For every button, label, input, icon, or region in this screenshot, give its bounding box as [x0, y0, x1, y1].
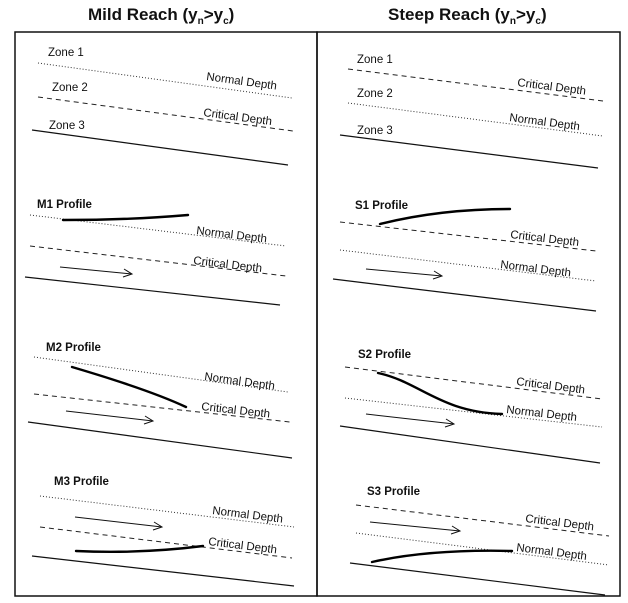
m1-profile-title: M1 Profile [37, 199, 92, 211]
m3-flow-arrow-head [152, 521, 164, 531]
m1-critical-depth-label: Critical Depth [193, 255, 263, 275]
m3-flow-arrow [74, 516, 163, 528]
m3-profile-title: M3 Profile [54, 476, 109, 488]
m1-flow-arrow [59, 266, 133, 275]
steep-reach-header: Steep Reach (yn>yc) [388, 5, 547, 27]
m2-flow-arrow [65, 410, 154, 422]
m2-flow-arrow-head [143, 415, 155, 425]
s1-water-surface-profile [378, 207, 512, 226]
s1-flow-arrow-head [432, 270, 444, 280]
s2-profile-diagram: S2 Profile Critical Depth Normal Depth [339, 349, 603, 464]
m2-profile-title: M2 Profile [46, 342, 101, 354]
m2-normal-depth-line [33, 356, 289, 393]
s1-critical-depth-label: Critical Depth [510, 229, 580, 249]
s2-critical-depth-line [344, 366, 603, 400]
s1-flow-arrow [365, 268, 443, 277]
s3-normal-depth-line [355, 532, 610, 566]
m2-critical-depth-label: Critical Depth [201, 401, 271, 421]
s3-normal-depth-label: Normal Depth [516, 542, 588, 563]
mild-zone2-label: Zone 2 [52, 82, 88, 94]
mild-zones-normal-depth-line [37, 62, 293, 99]
m1-normal-depth-label: Normal Depth [196, 225, 268, 245]
s1-profile-diagram: S1 Profile Critical Depth Normal Depth [332, 200, 597, 312]
m2-channel-bed [27, 421, 293, 459]
m1-water-surface-profile [61, 213, 190, 222]
steep-zones-normal-depth-label: Normal Depth [509, 112, 581, 133]
m3-profile-diagram: M3 Profile Normal Depth Critical Depth [31, 476, 295, 587]
s2-profile-title: S2 Profile [358, 349, 411, 361]
m2-normal-depth-label: Normal Depth [204, 371, 276, 393]
s1-critical-depth-line [339, 221, 597, 252]
mild-zones-critical-depth-line [37, 96, 294, 132]
s2-normal-depth-label: Normal Depth [506, 404, 578, 424]
steep-zone1-label: Zone 1 [357, 54, 393, 66]
steep-zone3-label: Zone 3 [357, 125, 393, 137]
m2-critical-depth-line [33, 393, 291, 423]
m1-profile-diagram: M1 Profile Normal Depth Critical Depth [24, 199, 287, 306]
m3-critical-depth-label: Critical Depth [208, 536, 278, 556]
s3-water-surface-profile [370, 549, 514, 564]
steep-zones-channel-bed [339, 134, 599, 169]
s1-channel-bed [332, 278, 597, 312]
s3-channel-bed [349, 562, 606, 596]
s3-flow-arrow [369, 521, 461, 532]
steep-reach-panel [316, 31, 621, 597]
mild-zones-diagram: Zone 1 Zone 2 Zone 3 Normal Depth Critic… [31, 47, 294, 166]
m2-profile-diagram: M2 Profile Normal Depth Critical Depth [27, 342, 293, 459]
steep-zones-normal-depth-line [347, 102, 604, 137]
steep-zones-diagram: Zone 1 Zone 2 Zone 3 Critical Depth Norm… [339, 54, 604, 169]
mild-zones-channel-bed [31, 129, 289, 166]
s2-flow-arrow-head [444, 418, 456, 428]
s3-flow-arrow-head [450, 525, 462, 535]
m3-critical-depth-line [39, 526, 293, 559]
s1-normal-depth-line [339, 249, 597, 282]
s2-water-surface-profile [376, 371, 504, 416]
steep-zones-critical-depth-line [347, 68, 604, 102]
m1-flow-arrow-head [122, 268, 134, 278]
s2-critical-depth-label: Critical Depth [516, 376, 586, 396]
s3-profile-diagram: S3 Profile Critical Depth Normal Depth [349, 486, 610, 596]
mild-zone1-label: Zone 1 [48, 47, 84, 59]
s3-critical-depth-label: Critical Depth [525, 513, 595, 533]
mild-zone3-label: Zone 3 [49, 120, 85, 132]
m1-channel-bed [24, 276, 281, 306]
s3-critical-depth-line [355, 504, 610, 537]
s2-flow-arrow [365, 413, 455, 425]
steep-zones-critical-depth-label: Critical Depth [517, 77, 587, 98]
s2-normal-depth-line [344, 397, 603, 428]
m3-normal-depth-line [39, 495, 295, 528]
s1-normal-depth-label: Normal Depth [500, 259, 572, 279]
mild-zones-normal-depth-label: Normal Depth [206, 71, 278, 93]
m1-critical-depth-line [29, 245, 287, 277]
m3-channel-bed [31, 555, 295, 587]
m2-water-surface-profile [70, 365, 188, 409]
s2-channel-bed [339, 425, 601, 464]
steep-zone2-label: Zone 2 [357, 88, 393, 100]
mild-reach-header: Mild Reach (yn>yc) [88, 5, 234, 27]
m3-water-surface-profile [74, 544, 205, 554]
m3-normal-depth-label: Normal Depth [212, 505, 284, 526]
mild-zones-critical-depth-label: Critical Depth [203, 107, 273, 128]
s3-profile-title: S3 Profile [367, 486, 420, 498]
s1-profile-title: S1 Profile [355, 200, 408, 212]
